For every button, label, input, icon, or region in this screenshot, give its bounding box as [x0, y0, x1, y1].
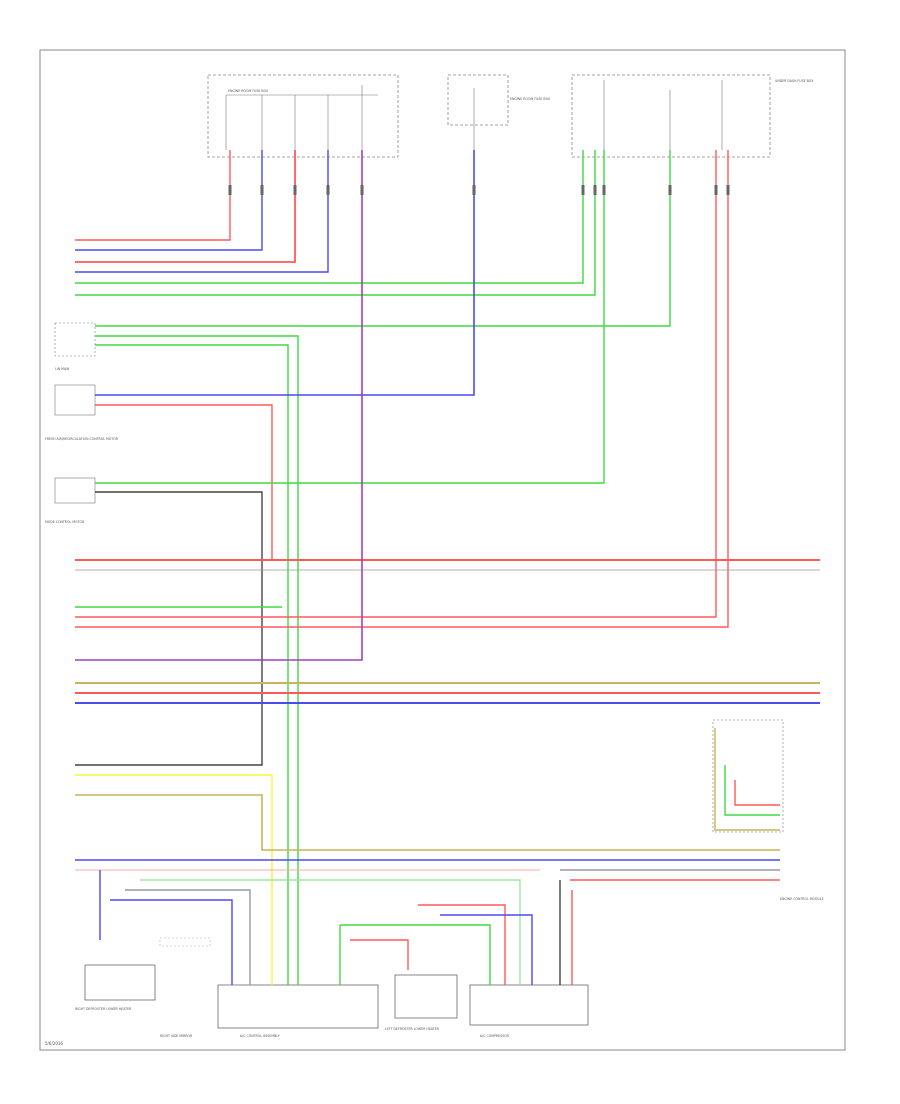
mode-control-connector: [54, 477, 96, 504]
wire-30: [110, 899, 233, 985]
diagram-frame: [39, 49, 846, 1051]
wire-9: [95, 344, 289, 985]
wire-23: [75, 774, 273, 985]
fuse-box-right: [571, 74, 771, 158]
footer-code: 5/6/2016: [45, 1041, 63, 1046]
wire-42: [734, 780, 780, 806]
fuse-output-connector-5: [360, 185, 364, 195]
wire-41: [724, 765, 780, 816]
fuse-output-connector-1: [228, 185, 232, 195]
wire-1: [75, 150, 231, 241]
lin-main-connector: [54, 322, 96, 357]
wire-6: [75, 150, 596, 296]
fuse-output-connector-2: [260, 185, 264, 195]
fuse-box-right-label: UNDER DASH FUSE BOX: [775, 79, 814, 83]
wire-4: [75, 150, 329, 273]
wire-13: [75, 491, 263, 766]
a-c-compressor-box: [469, 984, 589, 1026]
right-defroster-label: RIGHT DEFROSTER LOWER HEATER: [75, 1007, 132, 1011]
fuse-box-left: [207, 74, 399, 158]
wire-12: [95, 150, 605, 484]
wire-18: [75, 150, 729, 628]
right-side-mirror-label: RIGHT SIDE MIRROR: [160, 1034, 193, 1038]
fuse-output-connector-7: [581, 185, 585, 195]
fuse-output-connector-12: [726, 185, 730, 195]
mode-control-label: MODE CONTROL MOTOR: [45, 520, 85, 524]
wire-17: [75, 150, 717, 618]
wire-2: [75, 150, 263, 251]
right-defroster-box: [84, 964, 156, 1001]
fuse-output-connector-4: [326, 185, 330, 195]
fuse-output-connector-6: [472, 185, 476, 195]
a-c-compressor-label: A/C COMPRESSOR: [480, 1034, 510, 1038]
wire-35: [350, 939, 409, 970]
wire-19: [75, 150, 363, 661]
fresh-air-recirc-label: FRESH AIR/RECIRCULATION CONTROL MOTOR: [45, 437, 119, 441]
left-defroster-box: [394, 974, 458, 1019]
fuse-output-connector-11: [714, 185, 718, 195]
engine-control-label: ENGINE CONTROL MODULE: [780, 897, 824, 901]
wire-32: [140, 879, 521, 985]
fuse-output-connector-8: [593, 185, 597, 195]
wire-11: [95, 404, 273, 560]
wire-10: [95, 150, 475, 396]
wire-24: [75, 794, 780, 851]
wire-8: [95, 335, 299, 985]
fuse-box-middle: [447, 74, 509, 150]
connectors-layer: [228, 185, 730, 195]
a-c-control-box: [217, 984, 379, 1029]
fuse-output-connector-10: [668, 185, 672, 195]
fresh-air-connector: [54, 384, 96, 416]
lin-main-label: LIN MAIN: [55, 367, 70, 371]
wires-layer: [75, 150, 820, 985]
wire-34: [340, 924, 491, 985]
left-defroster-label: LEFT DEFROSTER LOWER HEATER: [385, 1027, 440, 1031]
fuse-output-connector-9: [602, 185, 606, 195]
fuse-output-connector-3: [293, 185, 297, 195]
wire-7: [95, 150, 671, 327]
wire-5: [75, 150, 584, 284]
fuse-box-left-label: ENGINE ROOM FUSE BOX: [228, 89, 269, 93]
a-c-control-label: A/C CONTROL ASSEMBLY: [240, 1034, 280, 1038]
wire-36: [418, 904, 506, 985]
fuse-box-middle-label: ENGINE ROOM FUSE BOX: [510, 97, 551, 101]
right-side-mirror-box: [159, 937, 211, 947]
wire-31: [125, 889, 251, 985]
wire-40: [714, 728, 780, 831]
wire-37: [440, 914, 533, 985]
engine-sensor-connector: [712, 719, 784, 833]
